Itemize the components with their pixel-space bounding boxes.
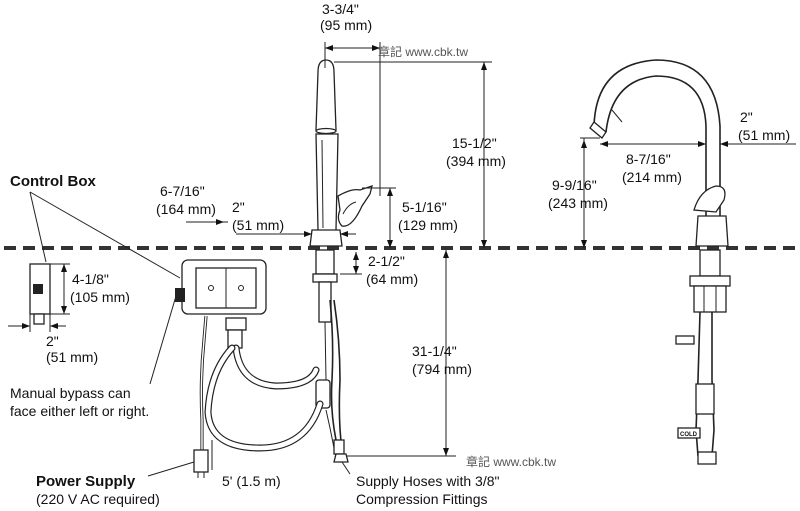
control-box-title: Control Box xyxy=(10,173,96,190)
control-box-width-mm: (51 mm) xyxy=(46,349,98,365)
spray-face xyxy=(315,127,337,135)
top-dim-frac: 3-3/4" xyxy=(322,1,359,17)
control-box-side-view xyxy=(29,263,51,325)
base-width-mm: (51 mm) xyxy=(232,217,284,233)
below-counter-mm: (794 mm) xyxy=(412,361,472,377)
compression-fitting xyxy=(333,453,349,463)
faucet-base xyxy=(309,229,343,247)
base-width-frac: 2" xyxy=(232,199,245,215)
spout-height-frac: 15-1/2" xyxy=(452,135,497,151)
control-box-height-frac: 4-1/8" xyxy=(72,271,109,287)
side-spray-head xyxy=(589,121,607,139)
control-box-width-frac: 2" xyxy=(46,333,59,349)
control-box-height-mm: (105 mm) xyxy=(70,289,130,305)
below-counter-frac: 31-1/4" xyxy=(412,343,457,359)
side-top-mm: (51 mm) xyxy=(738,127,790,143)
power-plug xyxy=(193,449,209,473)
supply-fitting xyxy=(333,439,345,455)
spout-reach-mm: (214 mm) xyxy=(622,169,682,185)
front-faucet xyxy=(309,59,373,463)
spray-head xyxy=(315,59,337,133)
spout-reach-frac: 8-7/16" xyxy=(626,151,671,167)
cold-tag xyxy=(677,427,701,439)
box-connector xyxy=(225,317,247,331)
watermark-bottom: 章記 www.cbk.tw xyxy=(466,454,556,469)
control-box-distance-frac: 6-7/16" xyxy=(160,183,205,199)
side-top-frac: 2" xyxy=(740,109,753,125)
side-mount-nut xyxy=(689,275,731,287)
spout-height-mm: (394 mm) xyxy=(446,153,506,169)
shank-lower xyxy=(318,281,332,323)
supply-hoses-line2: Compression Fittings xyxy=(356,491,488,507)
power-supply-subtitle: (220 V AC required) xyxy=(36,491,160,507)
shank-height-mm: (64 mm) xyxy=(366,271,418,287)
side-handle xyxy=(693,185,726,213)
clearance-mm: (243 mm) xyxy=(548,195,608,211)
watermark-top: 章記 www.cbk.tw xyxy=(378,44,468,59)
power-supply-title: Power Supply xyxy=(36,473,136,490)
shank-height-frac: 2-1/2" xyxy=(368,253,405,269)
handle-height-mm: (129 mm) xyxy=(398,217,458,233)
clearance-frac: 9-9/16" xyxy=(552,177,597,193)
control-box-distance-mm: (164 mm) xyxy=(156,201,216,217)
top-dim-mm: (95 mm) xyxy=(320,17,372,33)
control-box xyxy=(175,259,267,349)
shank xyxy=(315,249,335,275)
cable-length: 5' (1.5 m) xyxy=(222,473,281,489)
manual-bypass xyxy=(175,288,185,302)
side-faucet xyxy=(589,59,731,465)
bypass-note-line1: Manual bypass can xyxy=(10,385,131,401)
dimension-lines xyxy=(8,42,796,477)
supply-hoses-line1: Supply Hoses with 3/8" xyxy=(356,473,500,489)
bypass-note-line2: face either left or right. xyxy=(10,403,149,419)
faucet-body xyxy=(315,133,339,234)
faucet-handle xyxy=(337,185,373,227)
mount-nut xyxy=(312,273,338,283)
side-connector xyxy=(675,335,695,345)
side-base xyxy=(695,215,729,247)
cold-label: COLD xyxy=(680,432,698,438)
handle-height-frac: 5-1/16" xyxy=(402,199,447,215)
